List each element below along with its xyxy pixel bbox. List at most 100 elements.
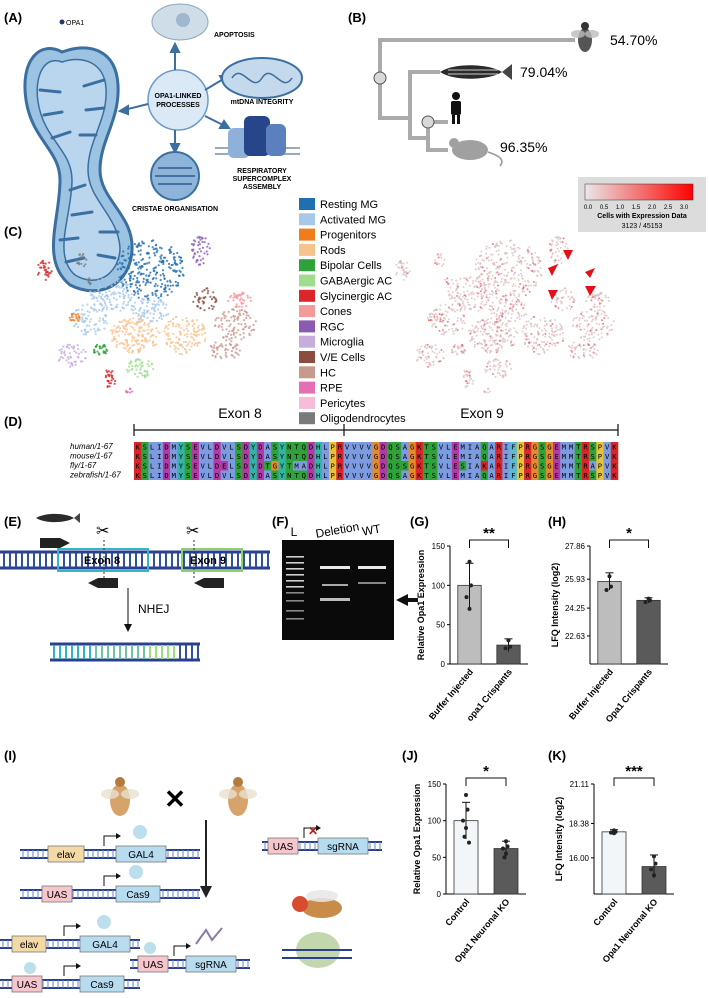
svg-text:S: S	[396, 471, 400, 480]
panel-e: (E) Exon 8 Exon 9 ✂ ✂ NHEJ	[0, 513, 270, 662]
svg-text:I: I	[468, 452, 472, 461]
y-axis-label: LFQ Intensity (log2)	[554, 797, 564, 882]
dna-lower	[50, 642, 200, 662]
legend-label: Oligodendrocytes	[320, 413, 406, 425]
wt-band	[358, 566, 386, 569]
svg-text:L: L	[446, 452, 450, 461]
y-tick-label: 100	[432, 581, 446, 590]
colorbar-title: Cells with Expression Data	[597, 213, 687, 220]
svg-text:S: S	[273, 443, 277, 452]
y-axis-label: Relative Opa1 Expression	[416, 550, 426, 661]
legend-swatch	[299, 289, 315, 302]
svg-text:S: S	[540, 462, 544, 471]
svg-text:I: I	[157, 443, 161, 452]
svg-text:R: R	[497, 452, 502, 461]
colorbar-count: 3123 / 45153	[622, 223, 663, 230]
legend-swatch	[299, 305, 315, 318]
data-point	[652, 873, 656, 878]
svg-text:S: S	[591, 471, 595, 480]
svg-text:I: I	[468, 462, 472, 471]
svg-text:D: D	[244, 471, 248, 480]
primer-reverse-icon	[88, 578, 118, 588]
bar	[601, 831, 627, 895]
svg-text:K: K	[417, 462, 422, 471]
svg-text:V: V	[605, 443, 610, 452]
svg-text:L: L	[446, 443, 450, 452]
svg-text:F: F	[511, 462, 515, 471]
svg-text:S: S	[143, 471, 147, 480]
svg-text:V: V	[352, 471, 357, 480]
y-tick-label: 22.63	[565, 632, 586, 641]
cross-icon: ✕	[164, 784, 186, 814]
svg-text:R: R	[583, 443, 588, 452]
svg-text:S: S	[432, 443, 436, 452]
svg-text:K: K	[612, 462, 617, 471]
significance-marker: **	[483, 525, 495, 542]
svg-text:S: S	[143, 462, 147, 471]
svg-text:A: A	[265, 471, 270, 480]
legend-swatch	[299, 335, 315, 348]
data-point	[604, 588, 609, 593]
panel-e-label: (E)	[4, 514, 21, 529]
scissors-icon-2: ✂	[186, 523, 199, 540]
svg-text:S: S	[237, 443, 241, 452]
svg-text:S: S	[432, 471, 436, 480]
panel-g-label: (G)	[410, 514, 429, 529]
svg-text:Y: Y	[251, 471, 256, 480]
svg-text:Q: Q	[302, 471, 306, 480]
panel-b-label: (B)	[348, 10, 366, 25]
gal4-box-2	[79, 935, 131, 953]
svg-text:I: I	[504, 452, 508, 461]
svg-text:G: G	[533, 443, 537, 452]
svg-text:Q: Q	[388, 452, 392, 461]
data-point	[502, 855, 507, 860]
sgrna-box-1-label: sgRNA	[327, 842, 359, 853]
svg-text:G: G	[374, 452, 378, 461]
legend-label: V/E Cells	[320, 352, 366, 364]
svg-text:D: D	[258, 462, 262, 471]
colorbar-tick: 2.5	[664, 205, 673, 211]
legend-label: Rods	[320, 245, 346, 257]
svg-text:R: R	[497, 443, 502, 452]
svg-text:H: H	[316, 462, 320, 471]
svg-text:M: M	[569, 462, 574, 471]
svg-text:R: R	[526, 443, 531, 452]
legend-swatch	[299, 259, 315, 272]
svg-text:P: P	[518, 462, 522, 471]
legend-label: RPE	[320, 383, 343, 395]
svg-text:T: T	[576, 462, 581, 471]
mouse-icon	[449, 138, 503, 167]
svg-text:G: G	[410, 443, 414, 452]
y-tick-label: 25.93	[565, 575, 586, 584]
svg-text:L: L	[446, 462, 450, 471]
svg-text:D: D	[215, 462, 219, 471]
svg-text:H: H	[316, 471, 320, 480]
svg-text:V: V	[200, 443, 205, 452]
svg-text:D: D	[244, 443, 248, 452]
gal4-box-2-label: GAL4	[92, 940, 118, 951]
svg-text:Y: Y	[179, 452, 184, 461]
svg-text:K: K	[417, 443, 422, 452]
gal4-box	[115, 845, 167, 863]
svg-text:V: V	[367, 443, 372, 452]
legend-swatch	[299, 396, 315, 409]
svg-text:R: R	[583, 471, 588, 480]
svg-text:P: P	[518, 471, 522, 480]
uas-box-2	[267, 837, 299, 855]
svg-text:L: L	[150, 462, 154, 471]
svg-text:V: V	[222, 452, 227, 461]
svg-text:A: A	[302, 462, 307, 471]
svg-text:P: P	[518, 443, 522, 452]
legend-swatch	[299, 198, 315, 210]
svg-text:V: V	[352, 462, 357, 471]
bar	[597, 581, 622, 665]
scissors-icon-1: ✂	[96, 523, 109, 540]
svg-text:P: P	[598, 471, 602, 480]
svg-text:D: D	[215, 443, 219, 452]
svg-text:D: D	[244, 452, 248, 461]
